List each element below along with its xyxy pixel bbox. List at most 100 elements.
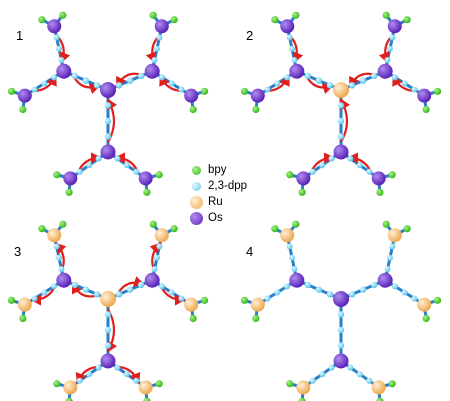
ru-swatch-icon	[190, 196, 203, 209]
dpp-ligand-icon	[137, 72, 145, 80]
dpp-ligand-icon	[53, 34, 60, 41]
dpp-ligand-icon	[104, 102, 112, 109]
dpp-ligand-icon	[53, 243, 60, 250]
dpp-ligand-icon	[133, 168, 140, 175]
bpy-ligand-icon	[19, 314, 27, 323]
dpp-ligand-icon	[156, 243, 163, 250]
dpp-ligand-icon	[274, 289, 281, 296]
dpp-ligand-icon	[114, 155, 121, 162]
dpp-ligand-icon	[86, 371, 93, 378]
dpp-ligand-icon	[76, 377, 83, 384]
dpp-ligand-icon	[126, 286, 134, 293]
legend-item-os: Os	[190, 211, 270, 227]
dpp-ligand-icon	[31, 86, 38, 93]
branch-metal-icon	[289, 272, 305, 288]
legend-label-ru: Ru	[208, 196, 223, 208]
bpy-ligand-icon	[252, 105, 260, 114]
dpp-ligand-icon	[114, 364, 121, 371]
dpp-ligand-icon	[93, 291, 101, 298]
dpp-ligand-icon	[286, 243, 293, 250]
dpp-ligand-icon	[82, 77, 90, 84]
terminal-metal-icon	[280, 228, 295, 243]
panels-layer	[7, 11, 442, 401]
dpp-ligand-icon	[151, 57, 158, 64]
branch-metal-icon	[333, 353, 349, 369]
terminal-metal-icon	[17, 88, 32, 103]
dpp-ligand-icon	[337, 102, 345, 109]
dpp-ligand-icon	[93, 82, 101, 89]
terminal-metal-icon	[154, 228, 169, 243]
bpy-ligand-icon	[271, 16, 279, 24]
dpp-ligand-icon	[284, 283, 291, 290]
bpy-ligand-icon	[286, 171, 294, 179]
dpp-ligand-icon	[391, 74, 398, 81]
panel-2	[240, 11, 442, 196]
bpy-ligand-icon	[155, 171, 163, 179]
dpp-ligand-icon	[359, 286, 367, 293]
bpy-ligand-icon	[388, 171, 396, 179]
dpp-ligand-icon	[51, 283, 58, 290]
dpp-ligand-icon	[370, 72, 378, 80]
bpy-ligand-icon	[292, 11, 300, 19]
dpp-ligand-icon	[356, 162, 363, 169]
bpy-ligand-icon	[382, 220, 390, 228]
branch-metal-icon	[289, 63, 305, 79]
dpp-ligand-icon	[168, 80, 175, 87]
bpy-ligand-icon	[298, 188, 306, 196]
bpy-ligand-icon	[189, 314, 197, 323]
dpp-ligand-icon	[384, 57, 391, 64]
terminal-metal-icon	[154, 19, 169, 34]
dpp-ligand-icon	[71, 281, 79, 289]
branch-metal-icon	[100, 144, 116, 160]
dpp-ligand-icon	[328, 155, 335, 162]
bpy-ligand-icon	[65, 188, 73, 196]
dpp-ligand-icon	[389, 34, 396, 41]
dpp-ligand-icon	[411, 295, 418, 302]
bpy-ligand-icon	[200, 87, 209, 95]
dpp-ligand-icon	[133, 377, 140, 384]
terminal-metal-icon	[184, 88, 199, 103]
bpy-ligand-icon	[388, 380, 396, 388]
panel-1	[7, 11, 209, 196]
bpy-ligand-icon	[200, 296, 209, 304]
atoms	[7, 11, 209, 196]
dpp-ligand-icon	[158, 283, 165, 290]
core-metal-icon	[100, 82, 116, 98]
dpp-ligand-icon	[156, 34, 163, 41]
dpp-ligand-icon	[71, 72, 79, 80]
dpp-ligand-icon	[56, 254, 63, 261]
bpy-ligand-icon	[7, 87, 16, 95]
terminal-metal-icon	[387, 19, 402, 34]
dpp-ligand-icon	[370, 281, 378, 289]
dpp-ligand-icon	[123, 162, 130, 169]
dpp-ligand-icon	[304, 72, 312, 80]
dpp-ligand-icon	[264, 295, 271, 302]
dpp-ligand-icon	[289, 45, 296, 52]
bpy-ligand-icon	[53, 171, 61, 179]
dpp-ligand-icon	[158, 74, 165, 81]
bpy-ligand-icon	[240, 87, 249, 95]
dpp-ligand-icon	[386, 254, 393, 261]
bpy-ligand-icon	[252, 314, 260, 323]
terminal-metal-icon	[138, 380, 153, 395]
dpp-ligand-icon	[347, 155, 354, 162]
bpy-ligand-icon	[170, 225, 178, 233]
branch-metal-icon	[144, 272, 160, 288]
bpy-ligand-icon	[298, 397, 306, 401]
terminal-metal-icon	[250, 88, 265, 103]
os-swatch-icon	[190, 212, 203, 225]
dpp-ligand-icon	[153, 45, 160, 52]
dpp-ligand-icon	[104, 117, 112, 125]
dpp-ligand-icon	[178, 86, 185, 93]
bpy-ligand-icon	[53, 380, 61, 388]
dpp-ligand-icon	[348, 82, 356, 89]
branch-metal-icon	[56, 63, 72, 79]
legend-label-os: Os	[208, 212, 223, 224]
bpy-ligand-icon	[155, 380, 163, 388]
terminal-metal-icon	[296, 380, 311, 395]
dpp-ligand-icon	[337, 117, 345, 125]
bpy-ligand-icon	[286, 380, 294, 388]
terminal-metal-icon	[47, 19, 62, 34]
bpy-ligand-icon	[143, 188, 151, 196]
